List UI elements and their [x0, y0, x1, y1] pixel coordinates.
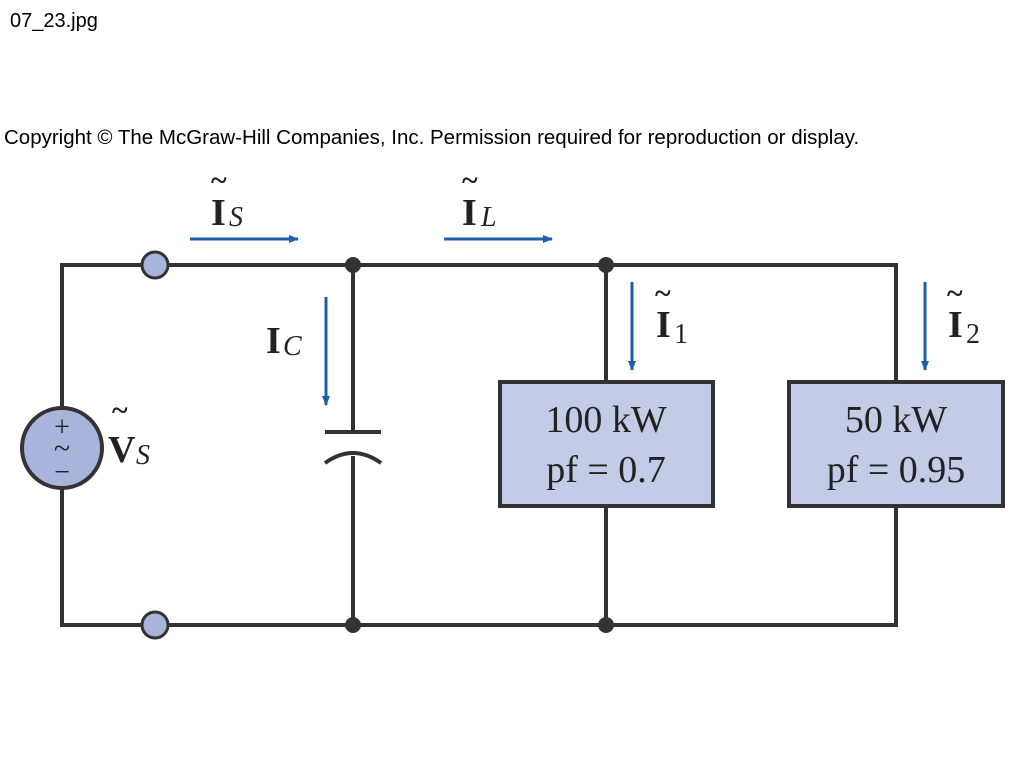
wires [60, 263, 898, 627]
file-name-label: 07_23.jpg [10, 10, 98, 32]
junction-dot [345, 257, 361, 273]
current-subscript: 2 [966, 319, 980, 350]
load-1-box [498, 380, 715, 508]
line-current-label: ~ I L [462, 164, 497, 234]
current-subscript: S [229, 202, 243, 233]
junction-dot [598, 257, 614, 273]
voltage-source: + ~ − [20, 406, 104, 490]
tilde-accent: ~ [655, 277, 671, 310]
load1-current-label: ~ I 1 [655, 277, 688, 350]
current-arrows [190, 235, 929, 406]
junction-dot [598, 617, 614, 633]
load2-current-label: ~ I 2 [947, 277, 980, 350]
load-1-pf: pf = 0.7 [546, 449, 666, 491]
capacitor [323, 430, 383, 465]
source-voltage-label: ~ V S [108, 394, 150, 471]
load-1: 100 kW pf = 0.7 [498, 380, 715, 508]
current-symbol: I [462, 192, 477, 234]
copyright-notice: Copyright © The McGraw-Hill Companies, I… [4, 126, 860, 149]
capacitor-plate-curved [323, 451, 383, 465]
current-symbol: I [266, 320, 281, 362]
tilde-accent: ~ [211, 164, 227, 197]
load-2-power: 50 kW [845, 399, 948, 441]
junction-dots [345, 257, 614, 633]
current-subscript: L [480, 202, 497, 233]
load-1-power: 100 kW [545, 399, 667, 441]
terminal-bottom [140, 610, 170, 640]
current-subscript: C [283, 331, 302, 362]
minus-sign: − [54, 457, 70, 488]
current-symbol: I [211, 192, 226, 234]
voltage-source-circle [20, 406, 104, 490]
voltage-symbol: V [108, 429, 136, 471]
current-symbol: I [656, 304, 671, 346]
load-2-pf: pf = 0.95 [827, 449, 966, 491]
source-current-label: ~ I S [211, 164, 243, 234]
junction-dot [345, 617, 361, 633]
plus-sign: + [54, 412, 70, 443]
tilde-accent: ~ [462, 164, 478, 197]
load-2-box [787, 380, 1005, 508]
current-symbol: I [948, 304, 963, 346]
current-subscript: 1 [674, 319, 688, 350]
tilde-accent: ~ [947, 277, 963, 310]
tilde-accent: ~ [112, 394, 128, 427]
capacitor-current-label: I C [266, 320, 302, 362]
voltage-subscript: S [136, 440, 150, 471]
load-2: 50 kW pf = 0.95 [787, 380, 1005, 508]
terminal-top [140, 250, 170, 280]
tilde-sign: ~ [54, 432, 70, 465]
